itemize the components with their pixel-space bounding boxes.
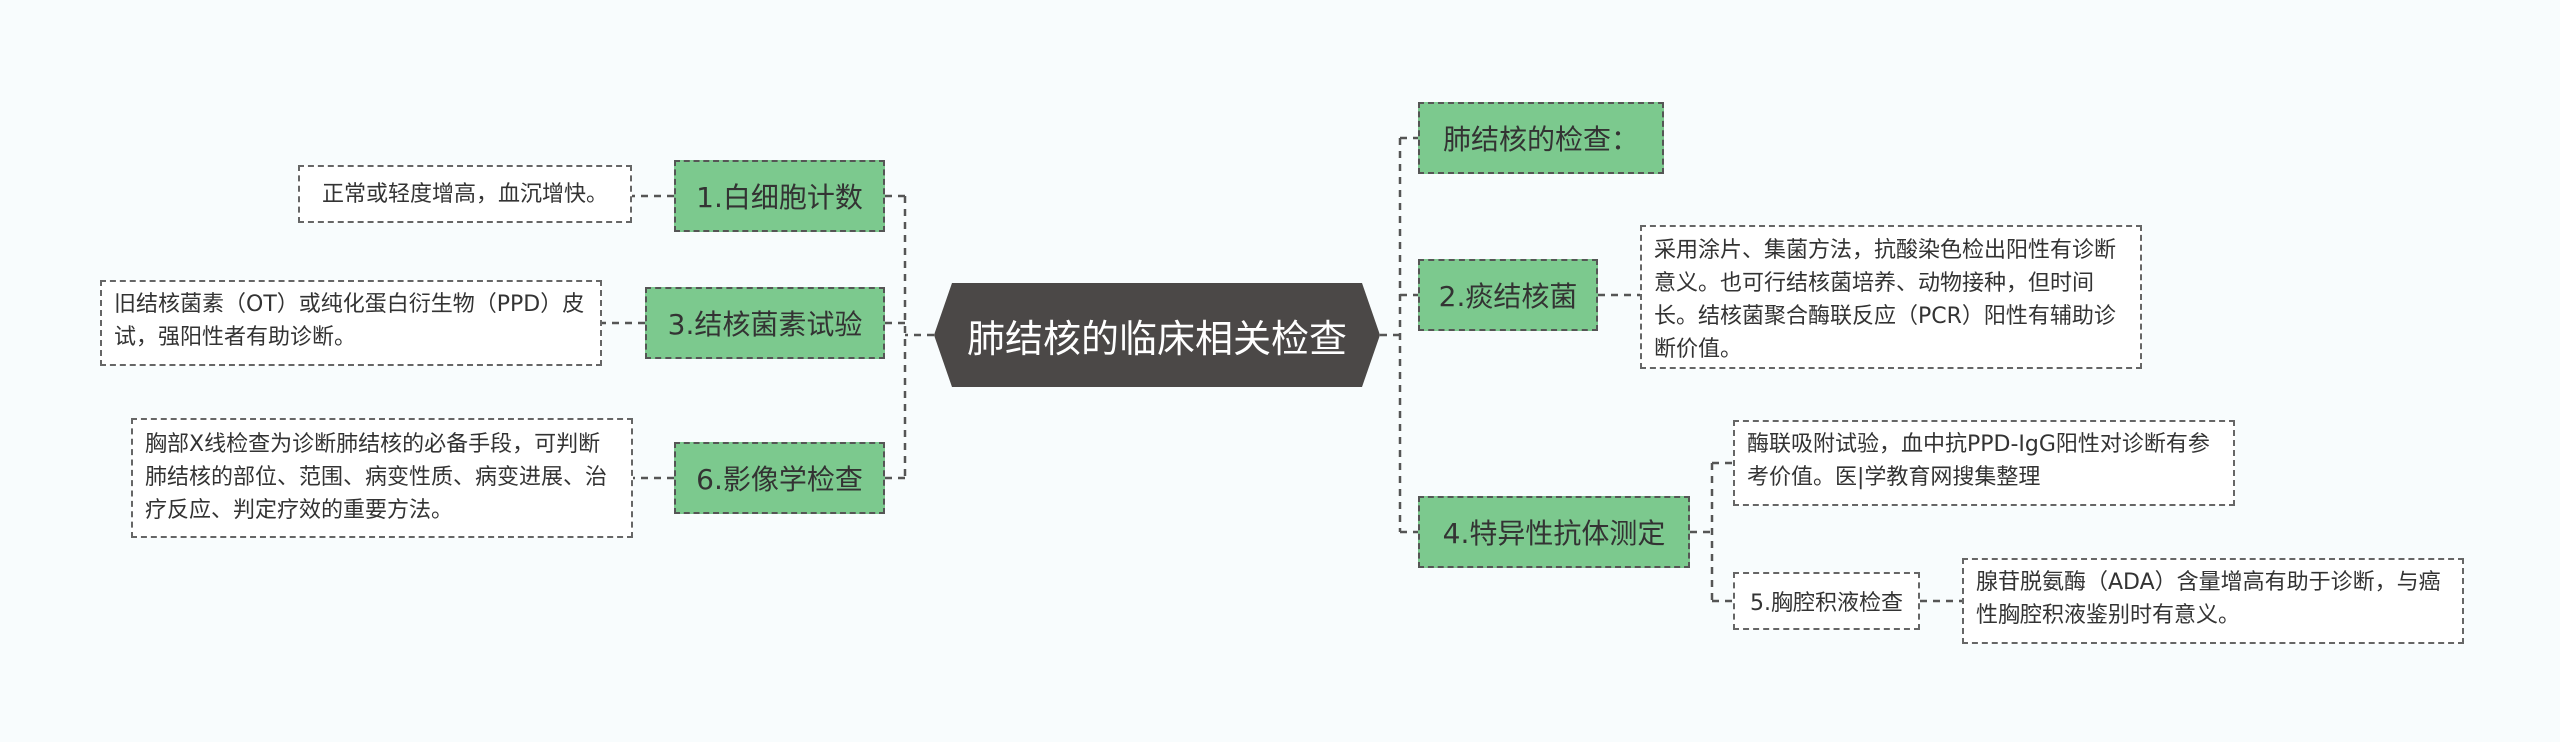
topic-imaging-exam[interactable]: 6.影像学检查 [674,442,885,514]
central-topic[interactable]: 肺结核的临床相关检查 [934,283,1380,387]
note-pleural-effusion-exam: 腺苷脱氨酶（ADA）含量增高有助于诊断，与癌性胸腔积液鉴别时有意义。 [1962,558,2464,644]
note-specific-antibody-test: 酶联吸附试验，血中抗PPD-IgG阳性对诊断有参考价值。医|学教育网搜集整理 [1733,420,2235,506]
connector-right-notes [1598,293,1962,603]
note-imaging-exam: 胸部X线检查为诊断肺结核的必备手段，可判断肺结核的部位、范围、病变性质、病变进展… [131,418,633,538]
connector-right-trunk [1380,136,1418,534]
topic-sputum-tb-bacteria[interactable]: 2.痰结核菌 [1418,259,1598,331]
topic-specific-antibody-test[interactable]: 4.特异性抗体测定 [1418,496,1690,568]
topic-pleural-effusion-exam[interactable]: 5.胸腔积液检查 [1733,572,1920,630]
connector-left-trunk [885,194,934,480]
note-white-blood-cell-count: 正常或轻度增高，血沉增快。 [298,165,632,223]
note-tuberculin-test: 旧结核菌素（OT）或纯化蛋白衍生物（PPD）皮试，强阳性者有助诊断。 [100,280,602,366]
topic-tb-exam-heading[interactable]: 肺结核的检查： [1418,102,1664,174]
connector-left-notes [602,194,674,480]
note-sputum-tb-bacteria: 采用涂片、集菌方法，抗酸染色检出阳性有诊断意义。也可行结核菌培养、动物接种，但时… [1640,225,2142,369]
topic-white-blood-cell-count[interactable]: 1.白细胞计数 [674,160,885,232]
topic-tuberculin-test[interactable]: 3.结核菌素试验 [645,287,885,359]
